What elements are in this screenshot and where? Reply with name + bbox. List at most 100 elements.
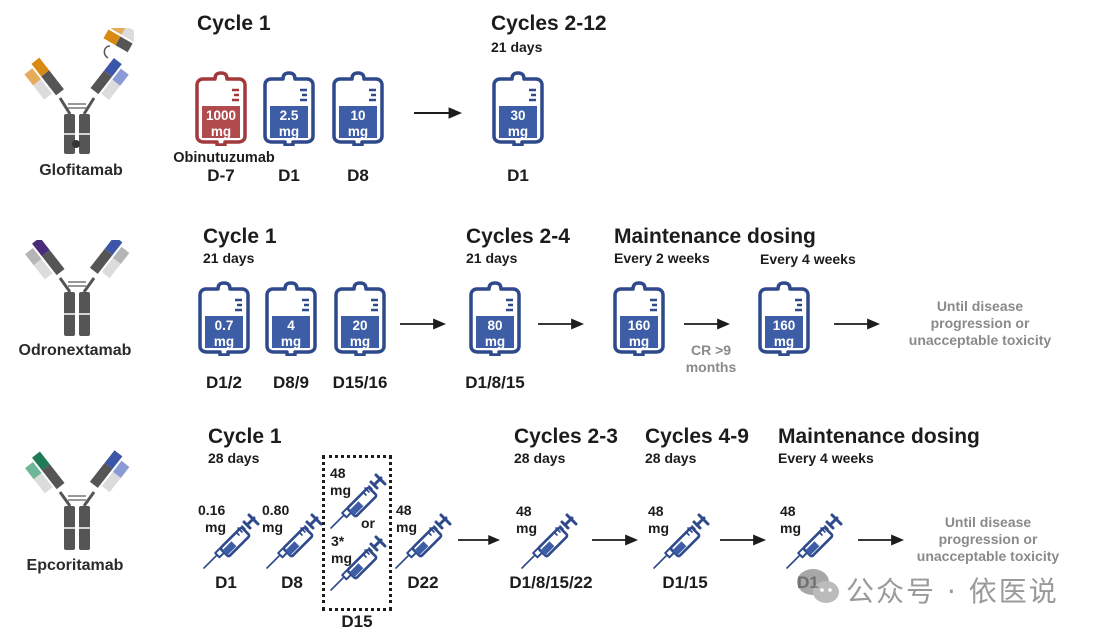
syringe-icon [202, 510, 262, 575]
bispecific-antibody-glofitamab-icon [24, 20, 139, 154]
dose-label: 3*mg [331, 533, 352, 567]
odronextamab-cycle1-title: Cycle 1 [203, 225, 277, 248]
dose-amount: 0.16 [198, 502, 226, 518]
dose-amount: 160 [627, 318, 651, 333]
arrow-icon [458, 533, 500, 543]
day-label: D1/8/15/22 [509, 573, 593, 592]
antibody-glofitamab [24, 20, 139, 158]
day-label: D1 [278, 166, 300, 185]
day-label: D22 [407, 573, 439, 592]
syringe-icon [329, 470, 389, 535]
dose-amount: 48 [330, 465, 346, 481]
dose-amount: 160 [772, 318, 796, 333]
epcoritamab-cycles4-9-title: Cycles 4-9 [645, 425, 749, 448]
day-label: D1/15 [662, 573, 708, 592]
syringe-icon [785, 510, 845, 575]
dose-amount: 3* [331, 533, 345, 549]
dose-unit: mg [331, 550, 352, 566]
epcoritamab-cycle1-subtitle: 28 days [208, 450, 260, 466]
day-label: D15 [341, 612, 373, 631]
day-label: D15/16 [332, 373, 388, 392]
dose-unit: mg [278, 124, 300, 139]
antibody-odronextamab [24, 236, 134, 340]
odronextamab-maintenance-title: Maintenance dosing [614, 225, 816, 248]
glofitamab-cycles2-12-subtitle: 21 days [491, 39, 543, 55]
arrow-icon [684, 317, 730, 327]
dose-unit: mg [773, 334, 795, 349]
day-label: D8 [347, 166, 369, 185]
dose-unit: mg [780, 520, 801, 536]
dose-unit: mg [628, 334, 650, 349]
drug-name-epcoritamab: Epcoritamab [26, 557, 124, 574]
day-label: D1/8/15 [465, 373, 525, 392]
epcoritamab-maintenance-title: Maintenance dosing [778, 425, 980, 448]
syringe-icon [329, 532, 389, 597]
dose-amount: 0.80 [262, 502, 290, 518]
dose-amount: 48 [780, 503, 796, 519]
dose-amount: 30 [510, 108, 526, 123]
dose-unit: mg [507, 124, 529, 139]
epcoritamab-cycles2-3-subtitle: 28 days [514, 450, 566, 466]
end-note-line: progression or [930, 315, 1030, 331]
day-label: D1 [215, 573, 237, 592]
dose-amount: 1000 [205, 108, 237, 123]
arrow-icon [834, 317, 880, 327]
dose-unit: mg [213, 334, 235, 349]
dose-amount: 48 [648, 503, 664, 519]
dose-unit: mg [280, 334, 302, 349]
dose-amount: 0.7 [214, 318, 234, 333]
end-note-line: Until disease [936, 298, 1024, 314]
epcoritamab-every4weeks-subtitle: Every 4 weeks [778, 450, 874, 466]
odronextamab-cycles2-4-title: Cycles 2-4 [466, 225, 570, 248]
syringe-icon [265, 510, 325, 575]
epcoritamab-cycle1-title: Cycle 1 [208, 425, 282, 448]
end-note-line: unacceptable toxicity [916, 548, 1060, 564]
arrow-icon [400, 317, 446, 327]
cr-note-line: months [685, 359, 737, 375]
day-label: D8/9 [273, 373, 309, 392]
odronextamab-end-note: Until disease progression or unacceptabl… [896, 298, 1064, 349]
day-label: D1/2 [206, 373, 242, 392]
dose-amount: 48 [516, 503, 532, 519]
dose-unit: mg [648, 520, 669, 536]
dose-unit: mg [262, 519, 283, 535]
odronextamab-cycles2-4-subtitle: 21 days [466, 250, 518, 266]
odronextamab-cycle1-subtitle: 21 days [203, 250, 255, 266]
dose-amount: 20 [352, 318, 368, 333]
glofitamab-cycle1-title: Cycle 1 [197, 12, 271, 35]
dose-unit: mg [484, 334, 506, 349]
epcoritamab-cycles2-3-title: Cycles 2-3 [514, 425, 618, 448]
arrow-icon [414, 106, 462, 116]
arrow-icon [720, 533, 766, 543]
dose-amount: 10 [350, 108, 366, 123]
syringe-icon [394, 510, 454, 575]
day-label: D-7 [207, 166, 235, 185]
day-label: D1 [507, 166, 529, 185]
dose-amount: 4 [287, 318, 295, 333]
bispecific-antibody-epcoritamab-icon [25, 450, 130, 550]
dose-unit: mg [205, 519, 226, 535]
dose-unit: mg [330, 482, 351, 498]
watermark-text: 公众号 · 依医说 [846, 575, 1059, 608]
arrow-icon [858, 533, 904, 543]
dose-amount: 48 [396, 502, 412, 518]
glofitamab-cycles2-12-title: Cycles 2-12 [491, 12, 607, 35]
dose-unit: mg [210, 124, 232, 139]
d15-options-box [322, 455, 392, 611]
or-label: or [361, 515, 375, 531]
end-note-line: progression or [938, 531, 1038, 547]
dose-amount: 2.5 [279, 108, 299, 123]
